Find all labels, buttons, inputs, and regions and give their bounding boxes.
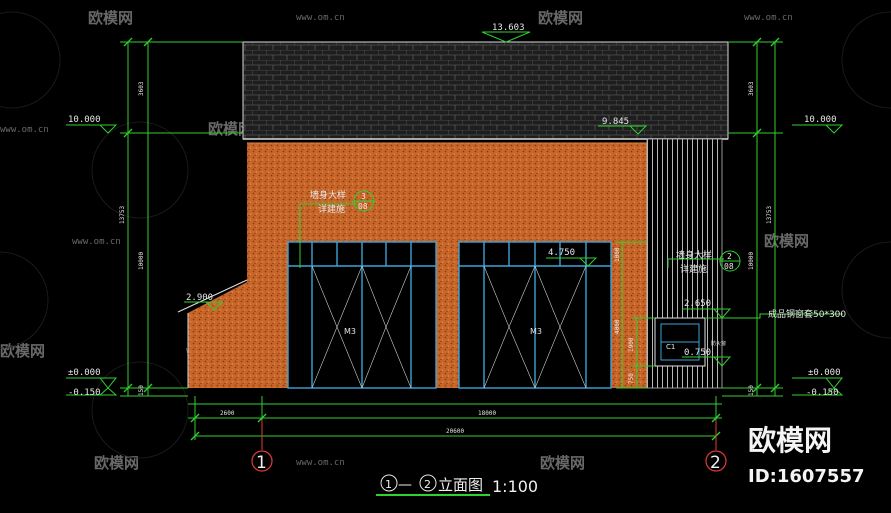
callout-right-num: 2 bbox=[727, 252, 732, 261]
door-left: M3 bbox=[287, 241, 437, 389]
callout-left-sheet: 08 bbox=[358, 202, 368, 211]
watermark-brand: 欧模网 bbox=[0, 342, 45, 360]
callout-left-num: 3 bbox=[361, 192, 366, 201]
watermark-badge-brand: 欧模网 bbox=[748, 424, 832, 457]
top-elevation: 13.603 bbox=[492, 23, 525, 33]
dim-v-left-top: 3603 bbox=[138, 81, 145, 96]
right-level-10: 10.000 bbox=[804, 115, 837, 125]
dim-v-right-bot: 150 bbox=[748, 385, 755, 396]
building: M3 M3 bbox=[177, 41, 729, 389]
title-circle-b: 2 bbox=[424, 478, 431, 491]
dim-v-lintel: 1000 bbox=[614, 247, 621, 262]
watermark-brand: 欧模网 bbox=[764, 232, 809, 250]
eave-level: 9.845 bbox=[602, 117, 629, 127]
dim-bottom-left: 2600 bbox=[220, 410, 235, 417]
dim-v-left-mid: 10000 bbox=[138, 252, 145, 270]
callout-left-sub: 详建施 bbox=[318, 203, 345, 215]
title-dash: — bbox=[398, 477, 412, 493]
dim-v-window-b: 4000 bbox=[614, 319, 621, 334]
door-left-label: M3 bbox=[344, 327, 356, 336]
watermark-url: www.om.cn bbox=[72, 237, 121, 247]
lintel-level: 4.750 bbox=[548, 248, 575, 258]
roof-shingles bbox=[242, 41, 729, 140]
dim-v-right-mid: 10000 bbox=[748, 252, 755, 270]
left-level-10: 10.000 bbox=[68, 115, 101, 125]
dimension-lines bbox=[120, 37, 843, 441]
dim-bottom-main: 18000 bbox=[478, 410, 496, 417]
dim-v-window-a: 1900 bbox=[628, 337, 635, 352]
callout-right-sub: 详建施 bbox=[680, 263, 707, 275]
door-right-label: M3 bbox=[530, 327, 542, 336]
window-note: 防火窗 bbox=[711, 340, 726, 347]
watermark-brand: 欧模网 bbox=[94, 454, 139, 472]
dim-v-window-c: 750 bbox=[628, 373, 635, 384]
watermark-brand: 欧模网 bbox=[540, 454, 585, 472]
watermark-url: www.om.cn bbox=[744, 13, 793, 23]
callout-right-sheet: 08 bbox=[724, 262, 734, 271]
watermark-badge: 欧模网 ID:1607557 bbox=[748, 424, 865, 487]
window-bottom-level: 0.750 bbox=[684, 348, 711, 358]
watermark-brand: 欧模网 bbox=[88, 9, 133, 27]
dim-v-right-top: 3603 bbox=[748, 81, 755, 96]
callout-left-title: 墙身大样 bbox=[310, 189, 346, 201]
annex-wall bbox=[188, 282, 247, 388]
dim-v-right-total: 13753 bbox=[766, 206, 773, 224]
watermark-circles bbox=[0, 11, 891, 459]
dim-v-left-bot: 150 bbox=[138, 385, 145, 396]
watermark-url: www.om.cn bbox=[296, 458, 345, 468]
dimension-texts: 2600 18000 20600 3603 10000 13753 150 36… bbox=[119, 81, 773, 435]
callout-left: 墙身大样 详建施 3 08 bbox=[310, 189, 375, 215]
canopy-roof bbox=[177, 279, 248, 313]
callout-right-title: 墙身大样 bbox=[676, 249, 712, 261]
steel-note: 成品钢窗套50*300 bbox=[768, 308, 846, 320]
ground-right-below: -0.150 bbox=[806, 388, 839, 398]
ground-left-below: -0.150 bbox=[68, 388, 101, 398]
drawing-title: 1 — 2 立面图 1:100 bbox=[376, 474, 538, 496]
canopy-level: 2.900 bbox=[186, 293, 213, 303]
window-c1: C1 防火窗 bbox=[654, 317, 726, 367]
title-text: 立面图 bbox=[438, 476, 483, 494]
door-right: M3 bbox=[458, 241, 612, 389]
level-markers bbox=[66, 31, 844, 396]
dim-v-left-total: 13753 bbox=[119, 206, 126, 224]
ground-left: ±0.000 bbox=[68, 368, 101, 378]
axis-markers: 1 2 bbox=[251, 420, 727, 473]
watermark-url: www.om.cn bbox=[296, 13, 345, 23]
ground-right: ±0.000 bbox=[808, 368, 841, 378]
window-top-level: 2.650 bbox=[684, 299, 711, 309]
title-scale: 1:100 bbox=[492, 477, 538, 496]
axis-left-label: 1 bbox=[256, 453, 267, 473]
watermark-brand: 欧模网 bbox=[538, 9, 583, 27]
axis-right-label: 2 bbox=[710, 453, 721, 473]
dim-bottom-total: 20600 bbox=[446, 428, 464, 435]
watermark-url: www.om.cn bbox=[0, 125, 49, 135]
callout-right: 墙身大样 详建施 2 08 bbox=[676, 249, 741, 275]
window-label: C1 bbox=[666, 343, 675, 351]
watermark-id: ID:1607557 bbox=[748, 466, 865, 487]
title-circle-a: 1 bbox=[385, 478, 392, 491]
level-texts: 13.603 10.000 10.000 9.845 ±0.000 ±0.000… bbox=[68, 23, 841, 398]
